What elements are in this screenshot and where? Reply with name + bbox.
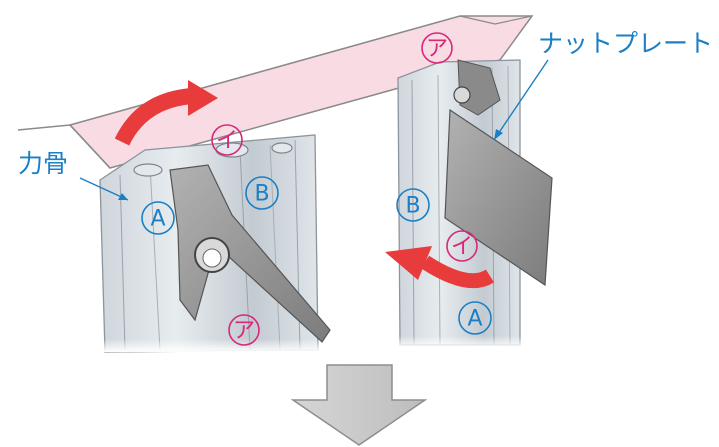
frame-leader-line <box>79 177 129 201</box>
marker-b-right: B <box>396 188 430 222</box>
nut-plate-label: ナットプレート <box>538 29 713 58</box>
svg-text:B: B <box>254 182 269 207</box>
svg-text:A: A <box>467 307 482 332</box>
top-plate <box>17 15 534 169</box>
marker-a-kana-left: ア <box>228 314 260 346</box>
nut-plate-leader-line <box>493 59 549 141</box>
svg-text:イ: イ <box>451 235 473 260</box>
marker-i-right: イ <box>446 230 478 262</box>
nut-plate-left <box>169 164 331 343</box>
marker-b-left: B <box>245 176 279 210</box>
svg-text:イ: イ <box>216 129 238 154</box>
marker-a-left: A <box>141 201 175 235</box>
curved-arrow-right-icon <box>114 80 218 146</box>
curved-arrow-left-icon <box>385 246 495 289</box>
svg-text:ア: ア <box>233 319 255 344</box>
svg-text:B: B <box>405 194 420 219</box>
down-arrow-icon <box>290 364 428 446</box>
svg-text:A: A <box>150 207 165 232</box>
marker-a-kana-top: ア <box>421 32 453 64</box>
nut-plate-right <box>444 59 553 287</box>
marker-a-right: A <box>458 301 492 335</box>
marker-i-left: イ <box>211 124 243 156</box>
frame-label: 力骨 <box>18 149 68 178</box>
svg-text:ア: ア <box>426 37 448 62</box>
